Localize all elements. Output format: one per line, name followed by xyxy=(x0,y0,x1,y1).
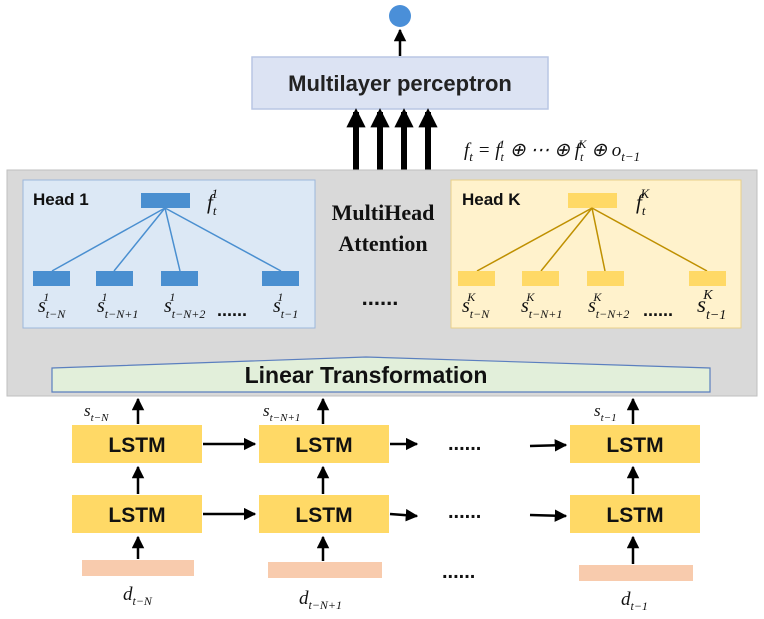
head-1-label: st−N+21 xyxy=(164,290,205,321)
linear-transformation-label: Linear Transformation xyxy=(245,362,488,388)
head-k-label: st−N+2K xyxy=(588,290,629,321)
lstm-cell xyxy=(72,425,202,463)
head-k-label: st−N+1K xyxy=(521,290,562,321)
output-node xyxy=(389,5,411,27)
input-bar xyxy=(268,562,382,578)
head-1-title: Head 1 xyxy=(33,190,89,209)
head-1-top-label: ft1 xyxy=(207,186,218,218)
lstm-stack-arrows xyxy=(131,465,640,494)
lstm-label: LSTM xyxy=(108,434,165,457)
lstm-output-arrows xyxy=(131,397,640,424)
input-label: dt−N+1 xyxy=(299,588,342,612)
attention-title-line1: MultiHead xyxy=(332,200,435,225)
input-ellipsis: ...... xyxy=(442,561,475,583)
lstm-ellipsis: ...... xyxy=(448,501,481,523)
head-1-panel: Head 1 ft1 st−N1 st−N+11 st−N+21 ...... … xyxy=(22,179,316,329)
head-k-title: Head K xyxy=(462,190,521,209)
head-k-top-node xyxy=(568,193,617,208)
lstm-output-label: st−N+1 xyxy=(263,401,300,424)
head-1-node xyxy=(161,271,198,286)
head-k-node xyxy=(689,271,726,286)
lstm-label: LSTM xyxy=(295,434,352,457)
head-k-edges xyxy=(476,207,708,272)
head-1-node xyxy=(96,271,133,286)
lstm-output-label: st−1 xyxy=(594,401,617,424)
head-k-node xyxy=(522,271,559,286)
head-outputs-arrows xyxy=(346,108,438,172)
head-1-node xyxy=(33,271,70,286)
head-k-top-label: ftK xyxy=(636,186,650,218)
heads-ellipsis: ...... xyxy=(362,285,399,310)
mlp-block: Multilayer perceptron xyxy=(251,56,549,110)
lstm-label: LSTM xyxy=(295,504,352,527)
input-arrows xyxy=(131,535,640,564)
lstm-row-top: LSTM LSTM LSTM xyxy=(72,425,700,463)
concat-formula: ft = ft1 ⊕ ⋯ ⊕ ftK ⊕ ot−1 xyxy=(464,137,640,164)
lstm-cell xyxy=(259,495,389,533)
head-k-node xyxy=(587,271,624,286)
head-k-label: st−NK xyxy=(462,290,490,321)
head-1-label: st−N1 xyxy=(38,290,66,321)
input-label: dt−1 xyxy=(621,589,648,613)
lstm-cell xyxy=(259,425,389,463)
lstm-cell xyxy=(72,495,202,533)
lstm-ellipsis: ...... xyxy=(448,433,481,455)
input-bars xyxy=(82,560,693,581)
mlp-label: Multilayer perceptron xyxy=(288,71,512,96)
lstm-label: LSTM xyxy=(606,504,663,527)
head-1-ellipsis: ...... xyxy=(217,300,247,320)
lstm-row-bottom: LSTM LSTM LSTM xyxy=(72,495,700,533)
head-1-top-node xyxy=(141,193,190,208)
head-1-node xyxy=(262,271,299,286)
head-1-label: st−N+11 xyxy=(97,290,137,321)
head-k-label: st−1K xyxy=(697,288,726,323)
head-k-ellipsis: ...... xyxy=(643,300,673,320)
lstm-cell xyxy=(570,495,700,533)
input-label: dt−N xyxy=(123,584,153,608)
input-bar xyxy=(82,560,194,576)
head-1-edges xyxy=(51,207,282,272)
lstm-output-label: st−N xyxy=(84,401,109,424)
lstm-recurrence-arrows xyxy=(203,437,568,522)
input-bar xyxy=(579,565,693,581)
head-k-node xyxy=(458,271,495,286)
head-1-label: st−11 xyxy=(273,290,297,321)
attention-title-line2: Attention xyxy=(338,231,427,256)
lstm-label: LSTM xyxy=(108,504,165,527)
linear-transformation: Linear Transformation xyxy=(51,356,711,393)
head-k-panel: Head K ftK st−NK st−N+1K st−N+2K ...... … xyxy=(450,179,742,329)
linear-transformation-shape xyxy=(51,356,711,393)
lstm-label: LSTM xyxy=(606,434,663,457)
lstm-cell xyxy=(570,425,700,463)
